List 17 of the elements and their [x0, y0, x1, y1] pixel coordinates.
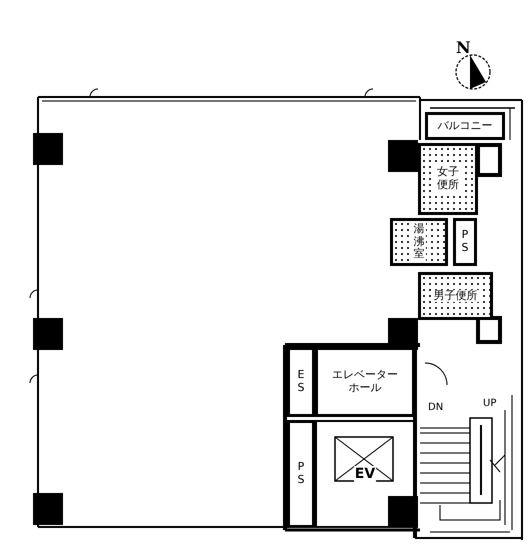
room-label: エレベーターホール: [330, 369, 400, 395]
room: [287, 420, 315, 528]
room-label: EV: [354, 466, 376, 482]
room-label: 湯沸室: [412, 223, 426, 261]
room: [315, 347, 415, 417]
room: [287, 347, 315, 417]
room: [418, 272, 493, 320]
stair-label: DN: [428, 402, 444, 413]
room: [390, 218, 448, 266]
room: [425, 112, 505, 140]
room-label: 女子便所: [434, 166, 462, 192]
room: [453, 218, 477, 266]
room-label: 男子便所: [432, 290, 478, 302]
room-label: バルコニー: [436, 120, 494, 132]
room: [418, 143, 478, 215]
stair-label: UP: [483, 398, 496, 409]
north-label: N: [456, 38, 471, 57]
